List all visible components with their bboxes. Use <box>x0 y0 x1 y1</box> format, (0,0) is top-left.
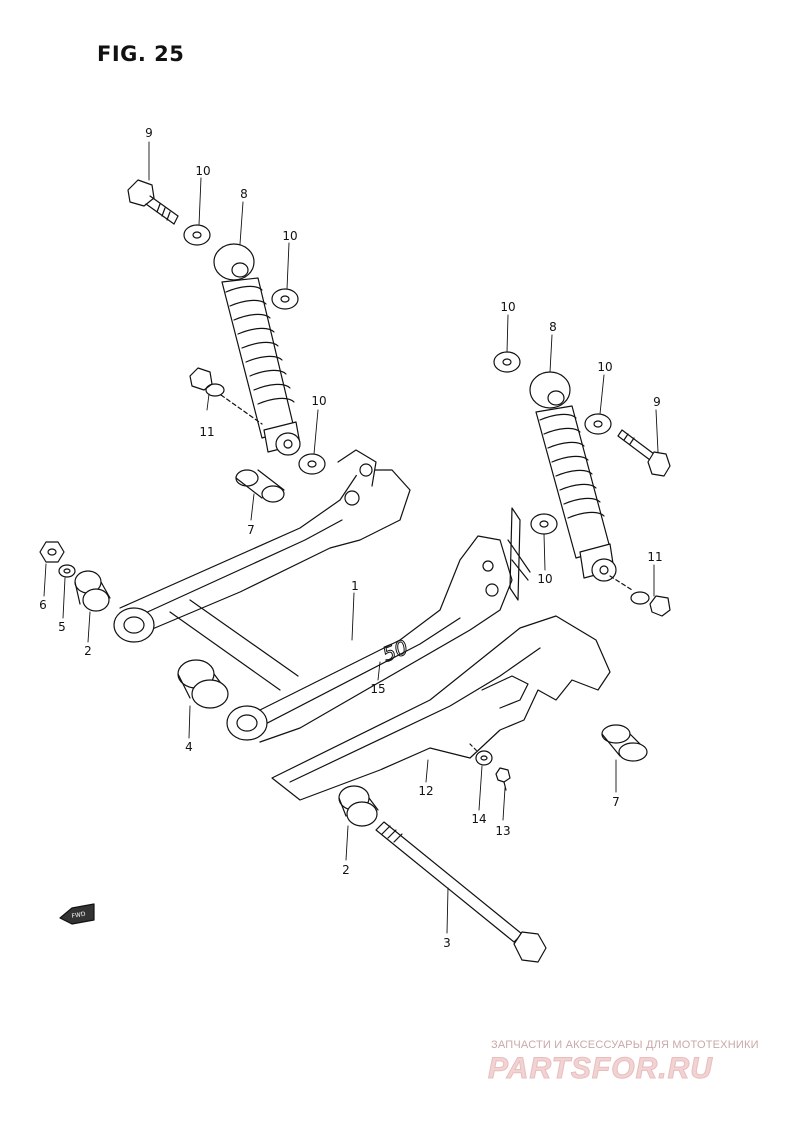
bushing-2-lower <box>338 785 379 827</box>
washer-10-right-a <box>493 351 521 373</box>
bolt-9-left <box>127 179 179 225</box>
washer-10-right-c <box>530 513 558 535</box>
callout-8-left: 8 <box>240 187 248 201</box>
washer-10-left-c <box>298 453 326 475</box>
watermark-logo: PARTSFOR.RU <box>488 1052 713 1086</box>
callout-1: 1 <box>351 579 359 593</box>
shock-absorber-8-right <box>529 371 617 582</box>
callout-6: 6 <box>39 598 47 612</box>
bolt-11-right <box>609 575 671 617</box>
callout-10-d: 10 <box>500 300 515 314</box>
callout-8-right: 8 <box>549 320 557 334</box>
callout-numbers: 9 10 8 10 11 10 7 10 8 10 9 10 11 6 5 2 … <box>39 126 662 950</box>
callout-10-e: 10 <box>597 360 612 374</box>
collar-7-right <box>601 724 648 762</box>
washer-10-right-b <box>584 413 612 435</box>
callout-10-a: 10 <box>195 164 210 178</box>
bushing-4 <box>177 659 229 709</box>
callout-11-right: 11 <box>647 550 662 564</box>
washer-5 <box>58 564 76 578</box>
callout-4: 4 <box>185 740 193 754</box>
pivot-bolt-3 <box>375 821 547 963</box>
callout-5: 5 <box>58 620 66 634</box>
washer-10-top-left <box>183 224 211 246</box>
bolt-11-left <box>189 367 263 425</box>
callout-15: 15 <box>370 682 385 696</box>
fwd-label: FWD <box>71 911 86 920</box>
callout-10-f: 10 <box>537 572 552 586</box>
swing-arm-1 <box>113 449 531 743</box>
callout-10-b: 10 <box>282 229 297 243</box>
callout-9-right: 9 <box>653 395 661 409</box>
figure-title: FIG. 25 <box>97 42 185 66</box>
bolt-9-right <box>617 429 671 477</box>
chain-guard-12 <box>271 615 611 801</box>
callout-10-c: 10 <box>311 394 326 408</box>
callout-2-lower: 2 <box>342 863 350 877</box>
callout-2-upper: 2 <box>84 644 92 658</box>
nut-6 <box>39 541 65 563</box>
callout-7-right: 7 <box>612 795 620 809</box>
forward-direction-icon: FWD <box>59 903 95 925</box>
callout-14: 14 <box>471 812 486 826</box>
watermark-caption: ЗАПЧАСТИ И АКСЕССУАРЫ ДЛЯ МОТОТЕХНИКИ <box>491 1039 759 1051</box>
callout-9-left: 9 <box>145 126 153 140</box>
washer-14 <box>469 743 493 766</box>
bolt-13 <box>495 767 511 791</box>
leader-lines <box>43 141 659 934</box>
shock-absorber-8-left <box>213 243 301 456</box>
callout-13: 13 <box>495 824 510 838</box>
callout-7-left: 7 <box>247 523 255 537</box>
collar-7-left <box>235 469 285 503</box>
callout-3: 3 <box>443 936 451 950</box>
callout-12: 12 <box>418 784 433 798</box>
washer-10-left-b <box>271 288 299 310</box>
callout-11-left: 11 <box>199 425 214 439</box>
bushing-2-left <box>74 570 111 612</box>
